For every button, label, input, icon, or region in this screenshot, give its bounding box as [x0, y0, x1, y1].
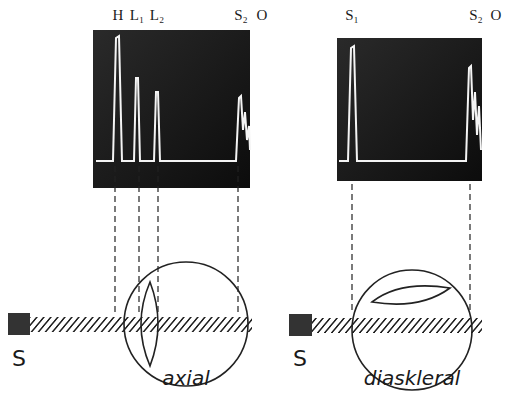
echo-label: S₁ [345, 8, 359, 23]
lens [372, 286, 450, 304]
screen [93, 30, 250, 188]
projection-lines [115, 166, 470, 312]
echo-label: S₂ [469, 8, 483, 23]
echo-label: O [257, 8, 268, 23]
transducer [289, 314, 312, 336]
echo-label: O [491, 8, 502, 23]
view-caption: diaskleral [364, 368, 460, 388]
echo-label: S₂ [234, 8, 248, 23]
a-scan-trace [339, 46, 481, 161]
view-caption: axial [162, 368, 209, 388]
transducer [8, 313, 30, 335]
sound-beam [30, 317, 252, 332]
screen [337, 38, 482, 181]
transducer-label: S [293, 348, 307, 370]
sound-beam [312, 318, 482, 333]
echo-label: L₁ [130, 8, 144, 23]
echo-label: H [113, 8, 124, 23]
a-scan-trace [96, 36, 250, 161]
echo-label: L₂ [150, 8, 164, 23]
transducer-label: S [12, 348, 26, 370]
